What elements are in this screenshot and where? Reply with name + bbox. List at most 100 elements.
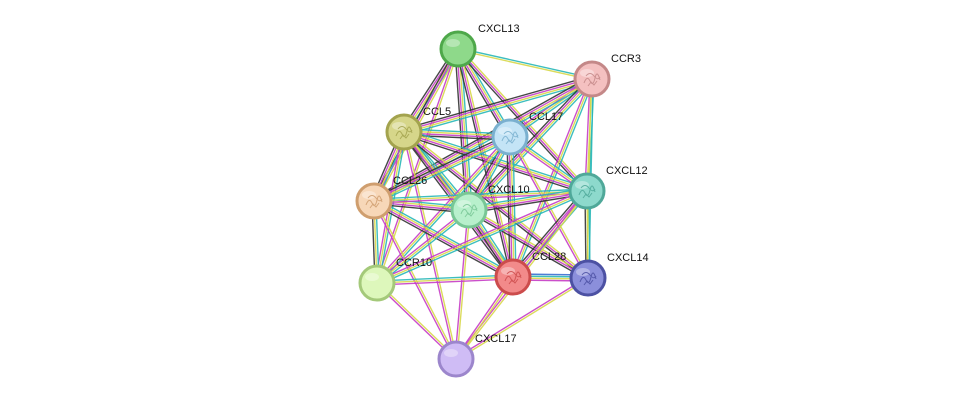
edge-ccr3-ccl26 xyxy=(372,75,591,199)
edge-cxcl10-cxcl14 xyxy=(468,209,589,279)
edge-ccr3-cxcl10 xyxy=(469,79,594,212)
node-highlight xyxy=(498,127,512,135)
node-label: CXCL13 xyxy=(478,23,520,35)
edge-ccr3-ccl5 xyxy=(404,79,593,134)
edge-cxcl10-cxcl12 xyxy=(468,187,587,208)
edge-cxcl12-ccr10 xyxy=(375,188,587,282)
node-cxcl14[interactable]: CXCL14 xyxy=(569,252,649,297)
edge-ccl17-ccl26 xyxy=(373,135,510,201)
node-circle[interactable] xyxy=(494,258,532,296)
node-ccl26[interactable]: CCL26 xyxy=(355,175,427,220)
edge-ccl5-cxcl12 xyxy=(402,134,587,195)
edge-cxcl10-cxcl14 xyxy=(467,211,588,281)
edge-ccl5-cxcl14 xyxy=(404,129,590,277)
protein-structure-icon xyxy=(501,131,519,145)
edge-ccr10-ccl28 xyxy=(376,276,514,284)
edge-ccl26-ccl28 xyxy=(374,199,514,277)
node-ccr3[interactable]: CCR3 xyxy=(573,53,641,98)
node-circle[interactable] xyxy=(358,264,396,302)
node-ccl17[interactable]: CCL17 xyxy=(491,111,563,156)
edge-cxcl10-cxcl12 xyxy=(469,191,588,212)
node-circle[interactable] xyxy=(573,60,611,98)
edge-ccl26-ccl28 xyxy=(375,197,515,275)
node-cxcl13[interactable]: CXCL13 xyxy=(439,23,520,68)
edge-cxcl13-ccr10 xyxy=(377,49,460,284)
node-ccl28[interactable]: CCL28 xyxy=(494,251,566,296)
edge-cxcl12-ccl28 xyxy=(513,191,589,279)
edge-cxcl10-ccr10 xyxy=(376,209,470,284)
edge-ccl17-ccl28 xyxy=(510,136,515,277)
node-highlight xyxy=(365,273,379,281)
edge-cxcl10-ccr10 xyxy=(375,207,469,282)
node-label: CXCL14 xyxy=(607,252,649,264)
node-cxcl10[interactable]: CXCL10 xyxy=(450,184,530,229)
edge-ccr3-cxcl10 xyxy=(470,80,595,213)
node-highlight xyxy=(446,39,460,47)
protein-structure-icon xyxy=(583,73,601,87)
edge-cxcl10-cxcl12 xyxy=(468,189,587,210)
node-circle[interactable] xyxy=(355,182,393,220)
edge-ccl26-cxcl17 xyxy=(372,201,456,360)
edge-ccr3-ccl26 xyxy=(375,81,594,205)
protein-structure-icon xyxy=(504,271,522,285)
node-highlight xyxy=(457,200,471,208)
edge-cxcl12-ccl28 xyxy=(510,188,586,276)
edge-cxcl13-ccr10 xyxy=(375,48,458,283)
node-label: CXCL10 xyxy=(488,184,530,196)
edge-ccr3-ccl26 xyxy=(374,79,593,203)
node-circle[interactable] xyxy=(385,113,423,151)
node-label: CCL26 xyxy=(393,175,427,187)
node-label: CCR10 xyxy=(396,257,432,269)
edge-ccr3-cxcl12 xyxy=(584,78,591,191)
edge-ccr3-ccl28 xyxy=(512,78,593,278)
edge-ccr10-ccl28 xyxy=(377,278,514,286)
edge-ccl5-cxcl17 xyxy=(404,131,458,359)
edge-cxcl12-ccl28 xyxy=(511,189,587,277)
node-label: CCL28 xyxy=(532,251,566,263)
edge-ccr10-ccl28 xyxy=(376,274,513,282)
node-cxcl17[interactable]: CXCL17 xyxy=(437,333,517,378)
edge-ccr3-ccl5 xyxy=(404,81,593,136)
node-ccr10[interactable]: CCR10 xyxy=(358,257,432,302)
node-circle[interactable] xyxy=(568,172,606,210)
node-highlight xyxy=(444,349,458,357)
node-label: CXCL12 xyxy=(606,165,648,177)
edge-ccl17-ccl26 xyxy=(374,137,511,203)
edge-cxcl10-cxcl17 xyxy=(456,210,471,360)
edge-cxcl14-cxcl17 xyxy=(455,276,588,359)
edge-cxcl13-cxcl12 xyxy=(456,49,587,193)
node-highlight xyxy=(392,122,406,130)
protein-structure-icon xyxy=(395,126,413,140)
edge-cxcl10-cxcl17 xyxy=(454,209,469,359)
edge-cxcl10-cxcl14 xyxy=(469,207,590,277)
edge-cxcl13-ccr3 xyxy=(458,47,593,79)
node-circle[interactable] xyxy=(439,30,477,68)
node-cxcl12[interactable]: CXCL12 xyxy=(568,165,648,210)
node-circle[interactable] xyxy=(450,191,488,229)
edge-ccl17-ccl26 xyxy=(374,139,512,205)
edge-ccl17-ccl28 xyxy=(512,136,517,277)
node-label: CCR3 xyxy=(611,53,641,65)
edge-ccl26-cxcl12 xyxy=(373,188,587,200)
node-highlight xyxy=(580,69,594,77)
edge-ccr3-ccl5 xyxy=(403,77,592,132)
node-highlight xyxy=(501,267,515,275)
node-circle[interactable] xyxy=(569,259,607,297)
edge-cxcl13-ccr3 xyxy=(457,49,592,81)
node-circle[interactable] xyxy=(491,118,529,156)
node-highlight xyxy=(576,268,590,276)
edge-cxcl12-ccr10 xyxy=(376,190,588,284)
edge-cxcl10-ccr10 xyxy=(377,211,471,286)
edge-cxcl14-cxcl17 xyxy=(456,278,589,361)
node-circle[interactable] xyxy=(437,340,475,378)
node-label: CCL17 xyxy=(529,111,563,123)
node-ccl5[interactable]: CCL5 xyxy=(385,106,451,151)
protein-structure-icon xyxy=(365,195,383,209)
edge-cxcl12-ccr10 xyxy=(377,192,589,286)
edge-ccr3-cxcl10 xyxy=(467,77,592,210)
edge-ccl5-cxcl17 xyxy=(402,132,456,360)
protein-structure-icon xyxy=(579,272,597,286)
edge-ccr3-ccl5 xyxy=(403,75,592,130)
